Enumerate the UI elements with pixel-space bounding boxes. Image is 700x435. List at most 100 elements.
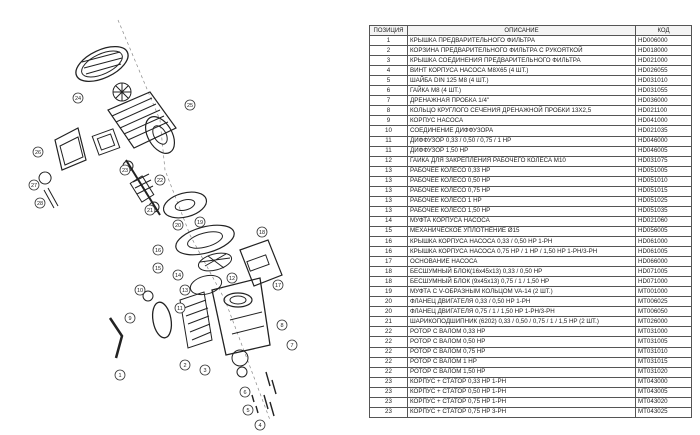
motor-flange-part — [162, 191, 208, 219]
svg-text:9: 9 — [128, 316, 131, 322]
code-cell: MT006050 — [635, 306, 692, 318]
svg-text:4: 4 — [258, 423, 261, 429]
callout-10: 10 — [134, 284, 146, 296]
callout-23: 23 — [119, 164, 131, 176]
code-cell: MT043005 — [635, 386, 692, 398]
code-cell: HD021035 — [635, 125, 692, 137]
code-cell: MT031000 — [635, 326, 692, 338]
svg-text:23: 23 — [122, 168, 128, 174]
position-cell: 14 — [369, 215, 408, 227]
callout-3: 3 — [199, 364, 211, 376]
code-cell: HD021000 — [635, 55, 692, 67]
description-cell: КРЫШКА КОРПУСА НАСОСА 0,75 HP / 1 HP / 1… — [407, 246, 636, 258]
callout-6: 6 — [239, 386, 251, 398]
description-cell: ОСНОВАНИЕ НАСОСА — [407, 256, 636, 268]
code-cell: MT001000 — [635, 286, 692, 298]
svg-text:25: 25 — [187, 103, 193, 109]
svg-text:21: 21 — [147, 208, 153, 214]
position-cell: 22 — [369, 356, 408, 368]
code-cell: MT006025 — [635, 296, 692, 308]
position-cell: 10 — [369, 125, 408, 137]
description-cell: КОРЗИНА ПРЕДВАРИТЕЛЬНОГО ФИЛЬТРА С РУКОЯ… — [407, 45, 636, 57]
description-cell: РАБОЧЕЕ КОЛЕСО 0,75 HP — [407, 185, 636, 197]
description-cell: ДИФФУЗОР 0,33 / 0,50 / 0,75 / 1 HP — [407, 135, 636, 147]
description-cell: РАБОЧЕЕ КОЛЕСО 0,33 HP — [407, 165, 636, 177]
svg-text:14: 14 — [175, 273, 181, 279]
column-header-position: ПОЗИЦИЯ — [369, 24, 408, 37]
position-cell: 13 — [369, 205, 408, 217]
code-cell: HD061005 — [635, 246, 692, 258]
code-cell: HD046000 — [635, 135, 692, 147]
svg-text:11: 11 — [177, 306, 183, 312]
svg-text:24: 24 — [75, 96, 81, 102]
svg-text:10: 10 — [137, 288, 143, 294]
exploded-view-drawing: 24 25 26 27 28 23 22 21 20 19 18 17 16 1… — [28, 19, 298, 431]
description-cell: КОЛЬЦО КРУГЛОГО СЕЧЕНИЯ ДРЕНАЖНОЙ ПРОБКИ… — [407, 105, 636, 117]
description-cell: КРЫШКА ПРЕДВАРИТЕЛЬНОГО ФИЛЬТРА — [407, 35, 636, 47]
cable-gland-part — [38, 171, 59, 209]
svg-text:7: 7 — [290, 343, 293, 349]
svg-text:6: 6 — [243, 390, 246, 396]
code-cell: MT031005 — [635, 336, 692, 348]
position-cell: 16 — [369, 235, 408, 248]
svg-text:16: 16 — [155, 248, 161, 254]
position-cell: 19 — [369, 286, 408, 298]
svg-text:19: 19 — [197, 220, 203, 226]
position-cell: 20 — [369, 306, 408, 318]
position-cell: 2 — [369, 45, 408, 57]
code-cell: MT031010 — [635, 346, 692, 358]
position-cell: 1 — [369, 35, 408, 47]
callout-24: 24 — [72, 92, 84, 104]
description-cell: РАБОЧЕЕ КОЛЕСО 0,50 HP — [407, 175, 636, 187]
svg-text:18: 18 — [259, 230, 265, 236]
svg-text:15: 15 — [155, 266, 161, 272]
callout-15: 15 — [152, 262, 164, 274]
description-cell: ДРЕНАЖНАЯ ПРОБКА 1/4" — [407, 95, 636, 107]
position-cell: 23 — [369, 406, 408, 418]
code-cell: HD026055 — [635, 65, 692, 77]
callout-28: 28 — [34, 197, 46, 209]
lid-handle-part — [108, 317, 124, 359]
description-cell: БЕСШУМНЫЙ БЛОК(16x45x13) 0,33 / 0,50 HP — [407, 266, 636, 278]
description-cell: БЕСШУМНЫЙ БЛОК (9x45x13) 0,75 / 1 / 1,50… — [407, 276, 636, 288]
description-cell: ГАЙКА M8 (4 ШТ.) — [407, 85, 636, 97]
housing-cover-part — [175, 224, 235, 256]
code-cell: HD031055 — [635, 85, 692, 97]
code-cell: HD041000 — [635, 115, 692, 127]
position-cell: 16 — [369, 246, 408, 258]
position-cell: 13 — [369, 175, 408, 187]
description-cell: ШАЙБА DIN 125 M8 (4 ШТ.) — [407, 75, 636, 87]
motor-housing-part — [107, 91, 177, 154]
svg-text:17: 17 — [275, 283, 281, 289]
callout-5: 5 — [242, 404, 254, 416]
impeller-part — [197, 252, 233, 272]
description-cell: ШАРИКОПОДШИПНИК (6202) 0,33 / 0,50 / 0,7… — [407, 316, 636, 328]
position-cell: 18 — [369, 276, 408, 288]
description-cell: РОТОР С ВАЛОМ 0,33 HP — [407, 326, 636, 338]
svg-text:13: 13 — [182, 288, 188, 294]
callout-20: 20 — [172, 219, 184, 231]
description-cell: ФЛАНЕЦ ДВИГАТЕЛЯ 0,33 / 0,50 HP 1-PH — [407, 296, 636, 308]
position-cell: 20 — [369, 296, 408, 308]
svg-text:3: 3 — [203, 368, 206, 374]
callout-21: 21 — [144, 204, 156, 216]
svg-text:12: 12 — [229, 276, 235, 282]
description-cell: РОТОР С ВАЛОМ 1 HP — [407, 356, 636, 368]
